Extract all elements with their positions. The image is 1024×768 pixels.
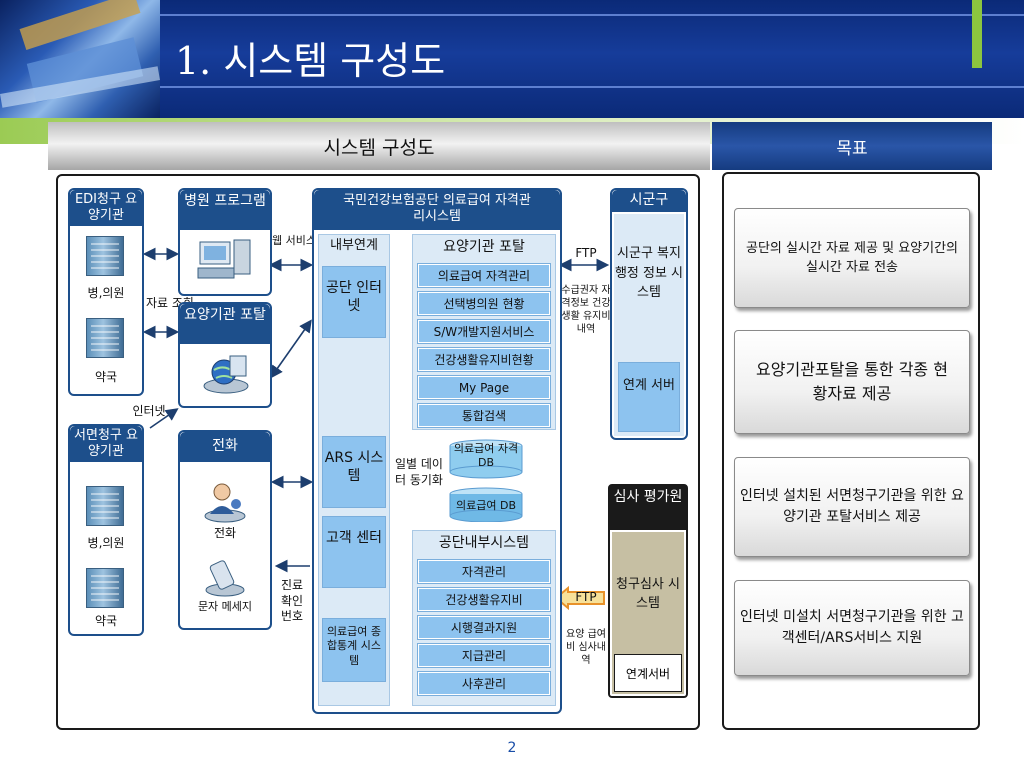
stats-system-box: 의료급여 종합통계 시스템 <box>322 618 386 682</box>
sigungu-title: 시군구 <box>612 190 686 212</box>
ars-system-box: ARS 시스템 <box>322 436 386 508</box>
internal-system-item: 사후관리 <box>417 671 551 696</box>
internal-system-item: 지급관리 <box>417 643 551 668</box>
internal-link-header: 내부연계 <box>330 238 378 253</box>
edi-institution-box: EDI청구 요양기관 <box>68 188 144 396</box>
portal-item: 통합검색 <box>417 403 551 428</box>
written-institution-title: 서면청구 요양기관 <box>70 426 142 462</box>
edi-institution-title: EDI청구 요양기관 <box>70 190 142 226</box>
header-green-accent <box>972 0 982 68</box>
hospital-program-title: 병원 프로그램 <box>180 190 270 230</box>
internal-system-header: 공단내부시스템 <box>438 535 530 551</box>
mobile-phone-icon <box>205 560 245 597</box>
edi-hospital-label: 병,의원 <box>87 286 125 300</box>
phone-label: 전화 <box>213 526 237 540</box>
header-rule-bottom <box>160 86 1024 88</box>
section-header-diagram: 시스템 구성도 <box>48 122 710 170</box>
customer-center-box: 고객 센터 <box>322 516 386 588</box>
phone-title: 전화 <box>180 432 270 462</box>
sigungu-server-box: 연계 서버 <box>618 362 680 432</box>
header-photo <box>0 0 160 118</box>
nhis-internet-box: 공단 인터넷 <box>322 266 386 338</box>
sms-label: 문자 메세지 <box>197 600 253 613</box>
goal-item-1: 공단의 실시간 자료 제공 및 요양기간의 실시간 자료 전송 <box>734 208 970 308</box>
internet-label: 인터넷 <box>132 404 166 418</box>
portal-item: My Page <box>417 375 551 400</box>
portal-item: 건강생활유지비현황 <box>417 347 551 372</box>
page-number: 2 <box>507 740 517 756</box>
building-icon <box>86 318 124 358</box>
header-banner <box>160 0 1024 118</box>
section-header-goals: 목표 <box>712 122 992 170</box>
nhis-system-title: 국민건강보험공단 의료급여 자격관리시스템 <box>314 190 560 230</box>
portal-title: 요양기관 포탈 <box>180 304 270 344</box>
phone-box: 전화 <box>178 430 272 630</box>
daily-sync-label: 일별 데이터 동기화 <box>395 457 443 488</box>
phone-operator-icon <box>204 483 246 523</box>
sigungu-system-label: 시군구 복지행정 정보 시스템 <box>614 246 684 300</box>
computer-icon <box>197 239 251 279</box>
internal-system-item: 자격관리 <box>417 559 551 584</box>
internal-system-item: 시행결과지원 <box>417 615 551 640</box>
portal-item: S/W개발지원서비스 <box>417 319 551 344</box>
review-agency-title: 심사 평가원 <box>610 486 686 530</box>
ftp-top-label: FTP <box>575 246 597 260</box>
building-icon <box>86 486 124 526</box>
db-bottom-label: 의료급여 DB <box>456 499 516 512</box>
review-server-box: 연계서버 <box>614 654 682 692</box>
header-rule-top <box>160 14 1024 16</box>
db-top-label: 의료급여 자격DB <box>453 442 519 469</box>
ftp-note-label: 수급권자 자격정보 건강생활 유지비 내역 <box>561 285 611 335</box>
web-service-label: 웹 서비스 <box>272 234 316 247</box>
goal-item-2: 요양기관포탈을 통한 각종 현황자료 제공 <box>734 330 970 434</box>
goal-item-3: 인터넷 설치된 서면청구기관을 위한 요양기관 포탈서비스 제공 <box>734 457 970 557</box>
portal-item: 선택병의원 현황 <box>417 291 551 316</box>
portal-item: 의료급여 자격관리 <box>417 263 551 288</box>
treatment-confirm-label: 진료 확인 번호 <box>280 578 304 624</box>
page-title: 1. 시스템 구성도 <box>175 39 446 83</box>
written-institution-box: 서면청구 요양기관 <box>68 424 144 636</box>
globe-laptop-icon <box>203 355 249 394</box>
portal-service-header: 요양기관 포탈 <box>443 239 525 255</box>
review-system-label: 청구심사 시스템 <box>616 577 680 611</box>
building-icon <box>86 568 124 608</box>
building-icon <box>86 236 124 276</box>
data-query-label: 자료 조회 <box>146 296 194 310</box>
written-hospital-label: 병,의원 <box>87 536 125 550</box>
edi-pharmacy-label: 약국 <box>94 370 118 384</box>
hospital-program-box: 병원 프로그램 <box>178 188 272 296</box>
review-note-label: 요양 급여비 심사내역 <box>566 629 606 666</box>
goal-item-4: 인터넷 미설치 서면청구기관을 위한 고객센터/ARS서비스 지원 <box>734 580 970 676</box>
internal-system-item: 건강생활유지비 <box>417 587 551 612</box>
database-icon <box>449 439 523 522</box>
written-pharmacy-label: 약국 <box>94 614 118 628</box>
ftp-arrow-label: FTP <box>575 590 597 604</box>
